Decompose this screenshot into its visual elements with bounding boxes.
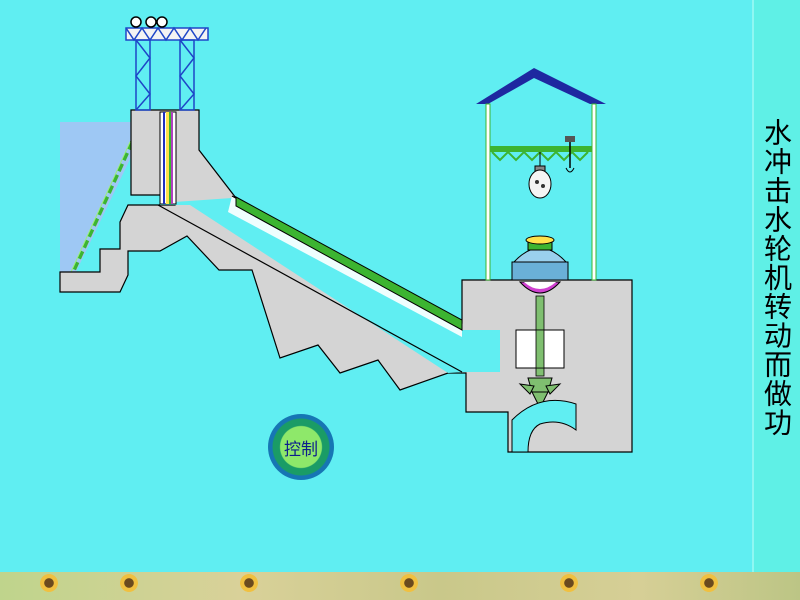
control-button[interactable]: 控制	[268, 414, 334, 480]
control-button-label: 控制	[284, 439, 318, 460]
page-title: 水冲击水轮机转动而做功	[760, 118, 793, 437]
sunflower-icon	[560, 574, 578, 592]
sunflower-icon	[40, 574, 58, 592]
sunflower-icon	[240, 574, 258, 592]
side-panel	[752, 0, 800, 572]
sunflower-icon	[700, 574, 718, 592]
draft-tube	[511, 399, 577, 453]
powerhouse-roof	[476, 68, 606, 104]
penstock-channel	[160, 198, 500, 373]
reservoir-water	[60, 122, 132, 272]
turbine-runner	[518, 377, 562, 410]
generator	[511, 235, 569, 294]
sunflower-icon	[400, 574, 418, 592]
sunflower-icon	[120, 574, 138, 592]
penstock-pipe	[235, 196, 463, 331]
gantry-crane	[125, 16, 209, 111]
light-bulb-icon	[528, 152, 552, 199]
